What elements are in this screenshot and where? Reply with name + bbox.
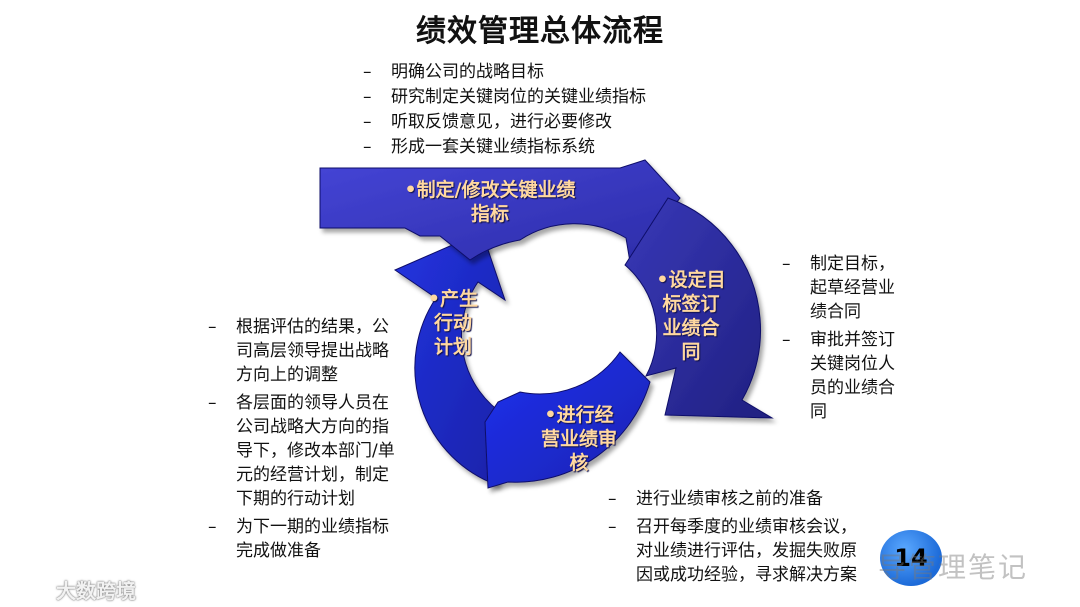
top-bullets-item: 形成一套关键业绩指标系统 <box>363 135 646 160</box>
top-bullet-list: 明确公司的战略目标研究制定关键岗位的关键业绩指标听取反馈意见，进行必要修改形成一… <box>363 60 646 160</box>
left-bullets-item: 为下一期的业绩指标 完成做准备 <box>208 515 448 563</box>
watermark-left: 大数跨境 <box>56 579 136 603</box>
watermark-right: 导管理笔记 <box>878 551 1029 584</box>
right-bullets-item: 制定目标， 起草经营业 绩合同 <box>782 252 962 324</box>
stage-label-set-kpi: •制定/修改关键业绩 指标 <box>404 179 576 225</box>
left-bullets-item: 各层面的领导人员在 公司战略大方向的指 导下，修改本部门/单 元的经营计划，制定… <box>208 391 448 511</box>
bottom-bullets-item: 进行业绩审核之前的准备 <box>608 487 908 511</box>
right-bullets-item: 审批并签订 关键岗位人 员的业绩合 同 <box>782 328 962 424</box>
top-bullets-item: 听取反馈意见，进行必要修改 <box>363 110 646 135</box>
cycle-arrow-bottom <box>484 351 651 489</box>
bottom-bullets-item: 召开每季度的业绩审核会议， 对业绩进行评估，发掘失败原 因或成功经验，寻求解决方… <box>608 515 908 587</box>
left-bullets-item: 根据评估的结果，公 司高层领导提出战略 方向上的调整 <box>208 315 448 387</box>
top-bullets-item: 研究制定关键岗位的关键业绩指标 <box>363 85 646 110</box>
cycle-arrow-top <box>319 159 681 264</box>
stage-label-sign-contract: •设定目 标签订 业绩合 同 <box>656 269 726 363</box>
stage-label-review: •进行经 营业绩审 核 <box>540 404 617 474</box>
bottom-bullet-list: 进行业绩审核之前的准备召开每季度的业绩审核会议， 对业绩进行评估，发掘失败原 因… <box>608 487 908 591</box>
right-bullet-list: 制定目标， 起草经营业 绩合同审批并签订 关键岗位人 员的业绩合 同 <box>782 252 962 428</box>
page-title: 绩效管理总体流程 <box>416 14 664 49</box>
page-number-badge: 14 <box>880 530 942 586</box>
left-bullet-list: 根据评估的结果，公 司高层领导提出战略 方向上的调整各层面的领导人员在 公司战略… <box>208 315 448 567</box>
cycle-arrow-right <box>624 197 774 419</box>
top-bullets-item: 明确公司的战略目标 <box>363 60 646 85</box>
